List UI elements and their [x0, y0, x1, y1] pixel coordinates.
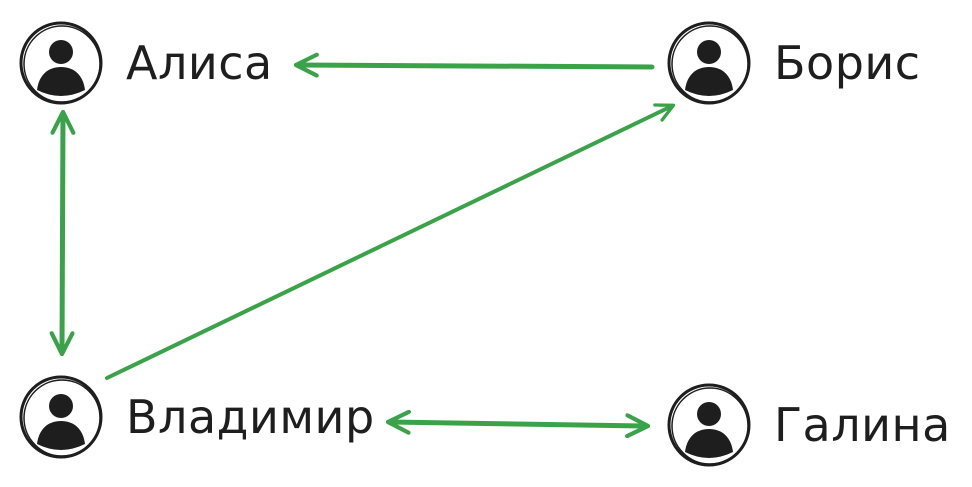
user-avatar-icon — [19, 21, 103, 105]
edge-vladimir-galina — [385, 409, 651, 439]
node-label-boris: Борис — [774, 36, 921, 90]
node-boris: Борис — [666, 20, 921, 106]
node-alisa: Алиса — [18, 20, 273, 106]
edge-boris-to-alisa — [293, 52, 655, 78]
user-avatar-icon — [19, 375, 103, 459]
user-avatar-icon — [667, 21, 751, 105]
edge-alisa-vladimir — [49, 109, 76, 357]
user-avatar-icon — [667, 383, 751, 467]
node-label-alisa: Алиса — [126, 36, 273, 90]
node-galina: Галина — [666, 382, 951, 468]
edge-vladimir-to-boris — [105, 103, 676, 380]
node-vladimir: Владимир — [18, 374, 375, 460]
node-label-vladimir: Владимир — [126, 390, 375, 444]
node-label-galina: Галина — [774, 398, 951, 452]
